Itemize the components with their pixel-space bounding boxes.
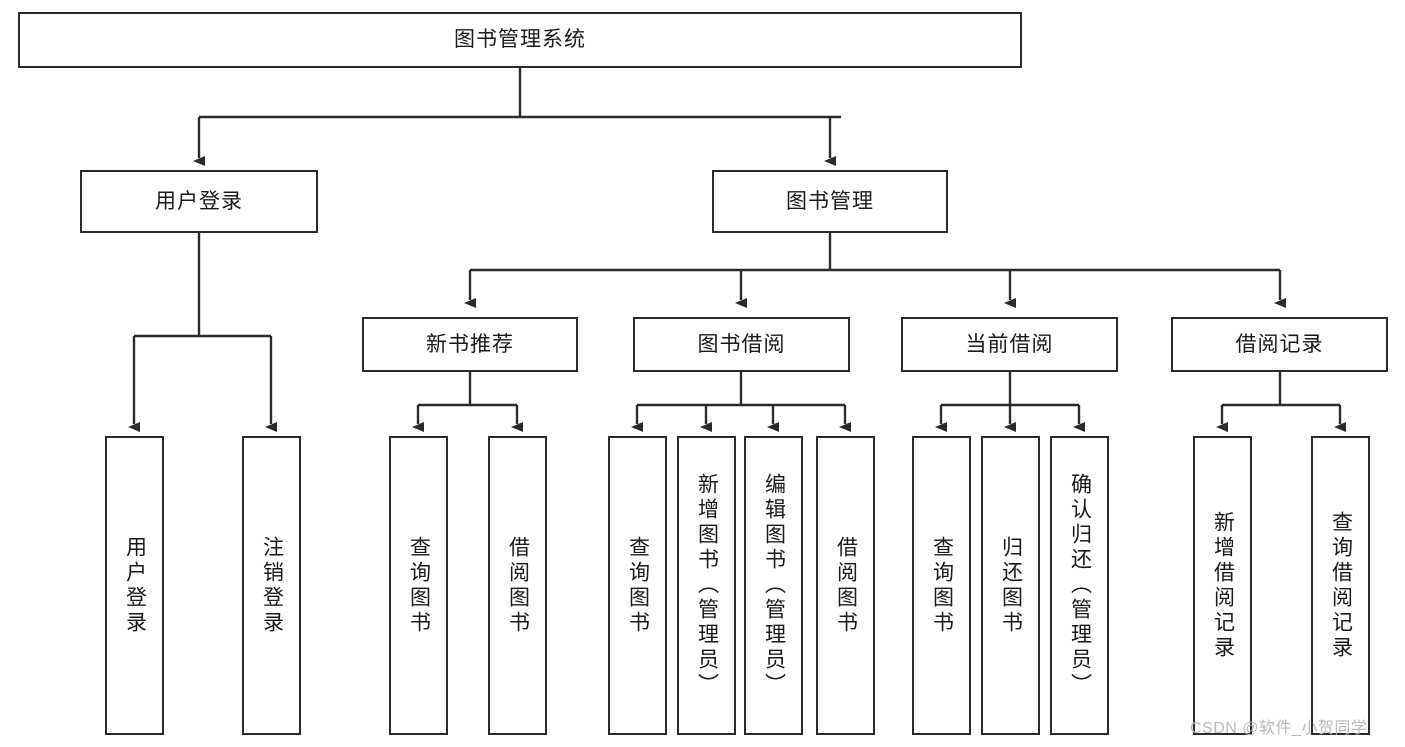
node-label: 用户登录 (155, 189, 243, 213)
node-label: 查询图书 (626, 535, 650, 636)
node-label: 图书管理系统 (454, 28, 586, 52)
node-label: 归还图书 (999, 535, 1023, 636)
leaf-new-book-query[interactable]: 查询图书 (389, 436, 448, 735)
node-label: 图书管理 (786, 189, 874, 213)
node-label: 用户登录 (123, 535, 147, 636)
leaf-current-borrow-return[interactable]: 归还图书 (981, 436, 1040, 735)
node-label: 当前借阅 (965, 332, 1054, 356)
node-book-borrow[interactable]: 图书借阅 (633, 317, 850, 372)
node-label: 确认归还（管理员） (1068, 473, 1092, 698)
leaf-book-borrow-borrow[interactable]: 借阅图书 (816, 436, 875, 735)
leaf-book-borrow-query[interactable]: 查询图书 (608, 436, 667, 735)
node-label: 新书推荐 (426, 332, 514, 356)
node-label: 新增借阅记录 (1211, 510, 1235, 661)
node-label: 借阅图书 (506, 535, 530, 636)
leaf-new-book-borrow[interactable]: 借阅图书 (488, 436, 547, 735)
leaf-borrow-record-query[interactable]: 查询借阅记录 (1311, 436, 1370, 735)
node-borrow-record[interactable]: 借阅记录 (1171, 317, 1388, 372)
leaf-user-login-logout[interactable]: 注销登录 (242, 436, 301, 735)
node-label: 注销登录 (260, 535, 284, 636)
node-book-management[interactable]: 图书管理 (712, 170, 948, 233)
node-label: 新增图书（管理员） (695, 473, 719, 698)
leaf-borrow-record-add[interactable]: 新增借阅记录 (1193, 436, 1252, 735)
node-label: 借阅图书 (834, 535, 858, 636)
leaf-book-borrow-edit[interactable]: 编辑图书（管理员） (744, 436, 803, 735)
node-root-library-system[interactable]: 图书管理系统 (18, 12, 1022, 68)
node-current-borrow[interactable]: 当前借阅 (901, 317, 1118, 372)
watermark-credit: CSDN @软件_小贺同学 (1190, 720, 1368, 737)
node-label: 图书借阅 (697, 332, 786, 356)
node-label: 查询借阅记录 (1329, 510, 1353, 661)
leaf-user-login-login[interactable]: 用户登录 (105, 436, 164, 735)
node-label: 编辑图书（管理员） (762, 473, 786, 698)
leaf-current-borrow-query[interactable]: 查询图书 (912, 436, 971, 735)
leaf-book-borrow-add[interactable]: 新增图书（管理员） (677, 436, 736, 735)
node-user-login[interactable]: 用户登录 (80, 170, 318, 233)
node-new-book-recommend[interactable]: 新书推荐 (362, 317, 578, 372)
node-label: 查询图书 (407, 535, 431, 636)
leaf-current-borrow-confirm-return[interactable]: 确认归还（管理员） (1050, 436, 1109, 735)
node-label: 借阅记录 (1235, 332, 1324, 356)
node-label: 查询图书 (930, 535, 954, 636)
